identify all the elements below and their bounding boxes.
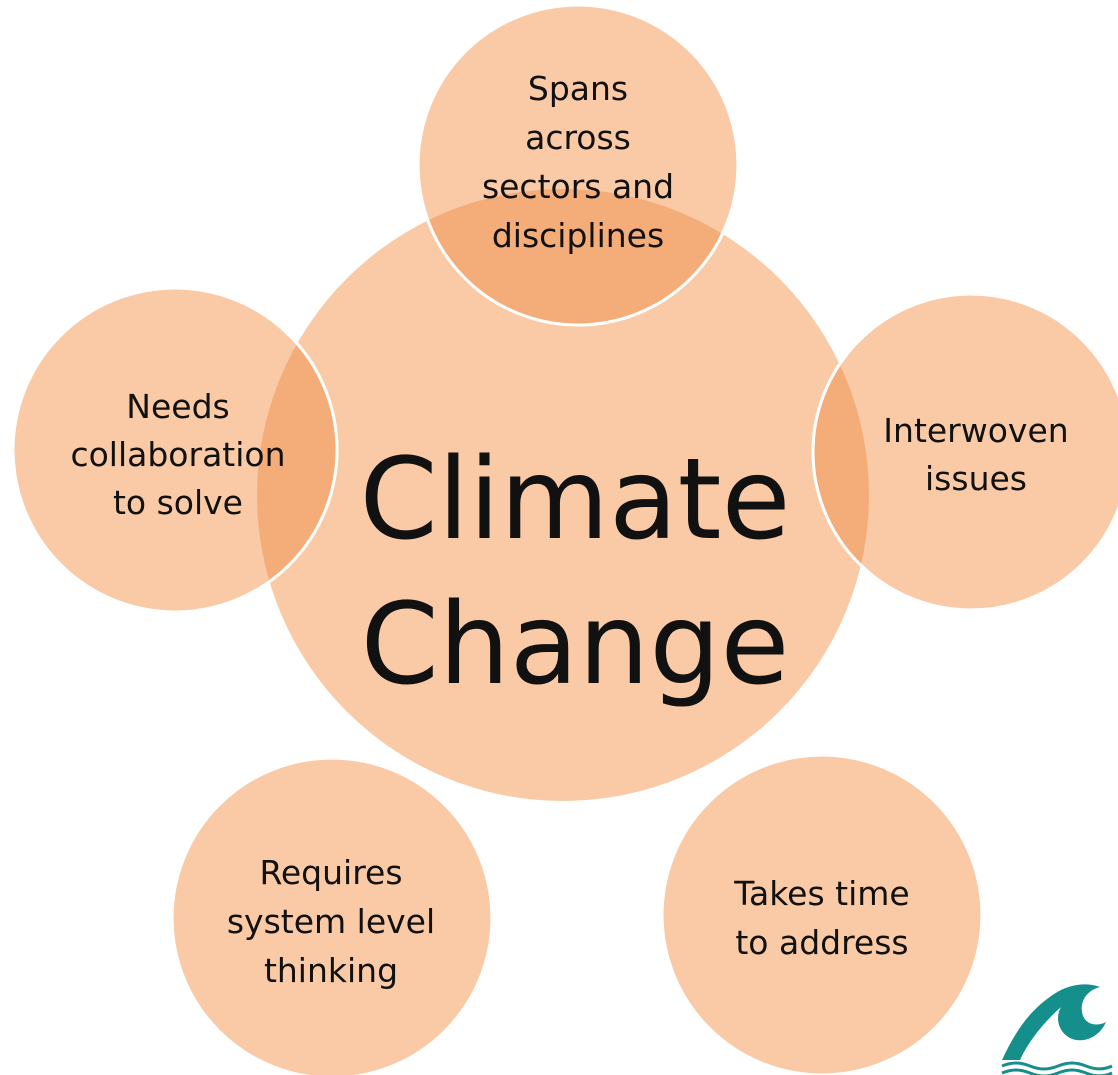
- node-label-spans: Spans across sectors and disciplines: [482, 69, 674, 255]
- node-takes-time: [660, 753, 984, 1075]
- node-label-line: thinking: [264, 951, 398, 990]
- outline-requires: [170, 756, 494, 1075]
- overlap-spans: [418, 189, 738, 325]
- outline-spans: [416, 3, 740, 327]
- node-label-takes-time: Takes time to address: [733, 874, 909, 962]
- outline-takes-time: [660, 753, 984, 1075]
- node-label-line: system level: [227, 902, 435, 941]
- center-circle: [257, 189, 869, 801]
- node-label-line: disciplines: [492, 216, 664, 255]
- node-label-line: sectors and: [482, 167, 674, 206]
- node-label-line: issues: [925, 459, 1027, 498]
- center-label-line: Climate: [360, 435, 791, 565]
- node-label-line: Takes time: [733, 874, 909, 913]
- overlap-regions: [257, 189, 869, 801]
- node-label-line: collaboration: [70, 435, 285, 474]
- center-label-line: Change: [361, 580, 790, 710]
- node-label-line: across: [525, 118, 631, 157]
- wave-logo-line: [1001, 1061, 1113, 1071]
- outline-needs: [11, 286, 339, 614]
- wave-logo-crest: [1002, 984, 1106, 1060]
- node-circle: [660, 753, 984, 1075]
- node-label-line: Needs: [126, 387, 229, 426]
- node-label-line: to solve: [113, 483, 243, 522]
- node-label-needs: Needs collaboration to solve: [70, 387, 285, 522]
- node-label-interwoven: Interwoven issues: [883, 411, 1068, 498]
- wave-logo-line: [1001, 1068, 1113, 1075]
- node-outlines: [11, 3, 1118, 1075]
- center-label: Climate Change: [360, 435, 791, 710]
- node-label-line: Interwoven: [883, 411, 1068, 450]
- node-label-line: Requires: [259, 853, 402, 892]
- outline-interwoven: [811, 292, 1118, 612]
- node-label-line: to address: [735, 923, 908, 962]
- node-label-line: Spans: [528, 69, 628, 108]
- node-label-requires: Requires system level thinking: [227, 853, 435, 990]
- wave-logo-icon: [1001, 984, 1113, 1075]
